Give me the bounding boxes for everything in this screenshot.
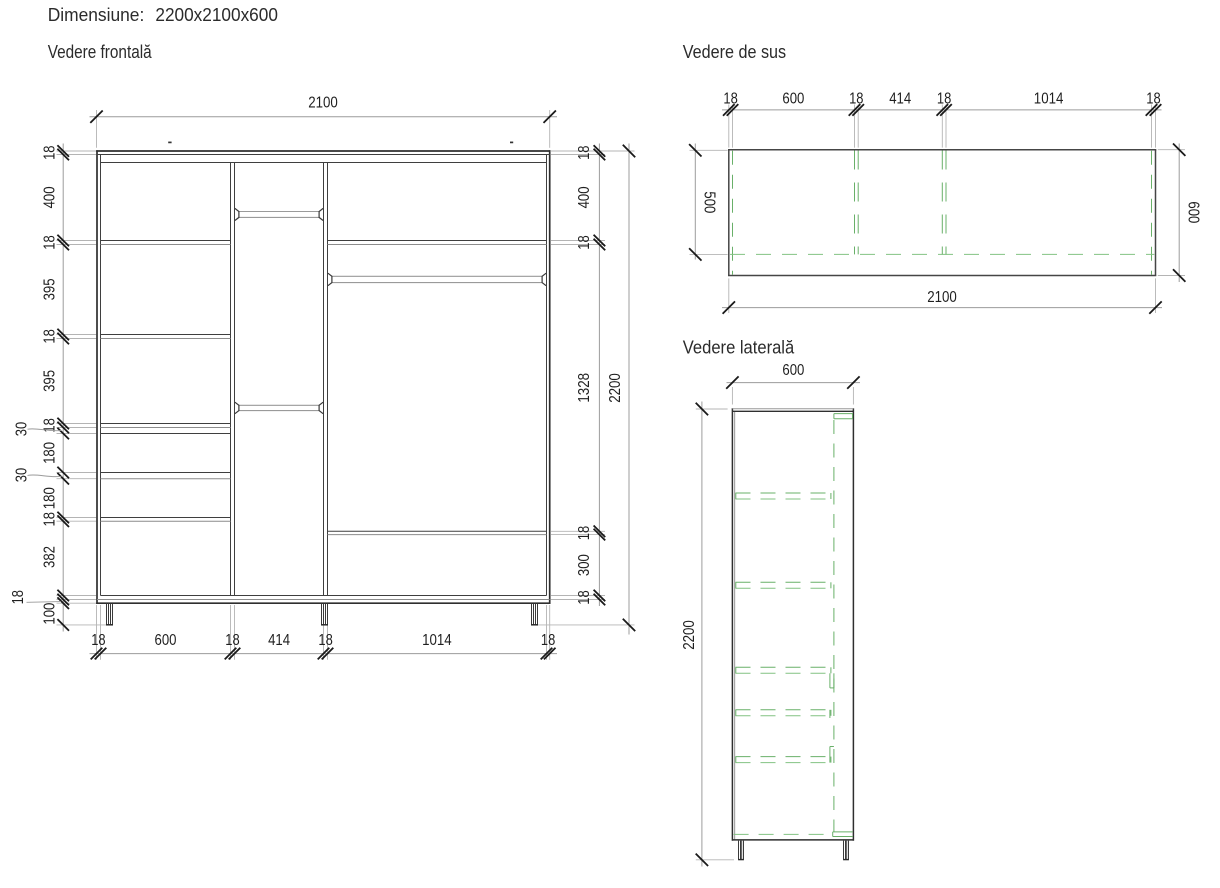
svg-text:2200: 2200 bbox=[607, 373, 624, 403]
svg-text:18: 18 bbox=[576, 590, 593, 604]
svg-text:30: 30 bbox=[13, 467, 30, 482]
svg-text:400: 400 bbox=[576, 186, 593, 208]
svg-text:395: 395 bbox=[41, 278, 58, 300]
svg-text:18: 18 bbox=[541, 632, 555, 649]
svg-text:1014: 1014 bbox=[422, 632, 452, 649]
svg-text:18: 18 bbox=[1146, 91, 1160, 108]
svg-text:600: 600 bbox=[155, 632, 177, 649]
svg-text:18: 18 bbox=[41, 512, 58, 526]
svg-text:1014: 1014 bbox=[1034, 91, 1064, 108]
svg-text:300: 300 bbox=[576, 554, 593, 576]
svg-text:180: 180 bbox=[41, 442, 58, 464]
svg-text:18: 18 bbox=[225, 632, 239, 649]
svg-text:18: 18 bbox=[41, 418, 58, 432]
svg-text:30: 30 bbox=[13, 421, 30, 436]
svg-text:Vedere frontală: Vedere frontală bbox=[48, 42, 153, 62]
svg-text:2200: 2200 bbox=[681, 620, 698, 650]
svg-text:1328: 1328 bbox=[576, 373, 593, 403]
svg-text:18: 18 bbox=[41, 329, 58, 343]
svg-text:18: 18 bbox=[849, 91, 863, 108]
svg-text:395: 395 bbox=[41, 370, 58, 392]
svg-text:18: 18 bbox=[91, 632, 105, 649]
svg-text:18: 18 bbox=[41, 235, 58, 249]
svg-text:Vedere de sus: Vedere de sus bbox=[683, 42, 786, 62]
svg-text:18: 18 bbox=[937, 91, 951, 108]
svg-text:382: 382 bbox=[41, 546, 58, 568]
svg-text:2200x2100x600: 2200x2100x600 bbox=[155, 5, 278, 25]
svg-text:600: 600 bbox=[782, 91, 804, 108]
svg-text:18: 18 bbox=[318, 632, 332, 649]
svg-text:500: 500 bbox=[701, 191, 718, 213]
svg-text:600: 600 bbox=[1185, 201, 1202, 223]
svg-text:18: 18 bbox=[576, 145, 593, 159]
svg-text:414: 414 bbox=[889, 91, 911, 108]
svg-text:400: 400 bbox=[41, 186, 58, 208]
svg-text:18: 18 bbox=[723, 91, 737, 108]
svg-text:2100: 2100 bbox=[927, 289, 957, 306]
svg-text:18: 18 bbox=[41, 146, 58, 160]
svg-text:100: 100 bbox=[41, 602, 58, 624]
svg-text:2100: 2100 bbox=[308, 94, 338, 111]
svg-text:18: 18 bbox=[576, 235, 593, 249]
svg-text:414: 414 bbox=[268, 632, 290, 649]
svg-text:Dimensiune:: Dimensiune: bbox=[48, 5, 145, 25]
svg-text:180: 180 bbox=[41, 487, 58, 509]
svg-text:Vedere laterală: Vedere laterală bbox=[683, 337, 795, 357]
svg-text:18: 18 bbox=[10, 590, 27, 604]
svg-text:600: 600 bbox=[782, 362, 804, 379]
svg-text:18: 18 bbox=[576, 526, 593, 540]
